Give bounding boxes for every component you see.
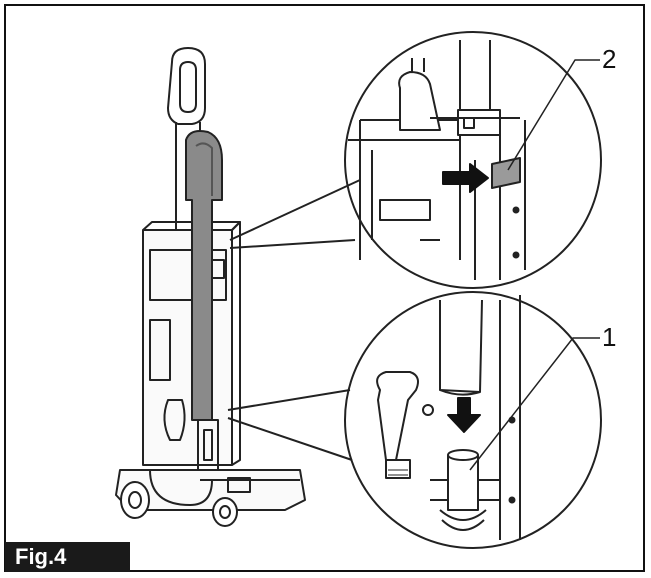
- push-arrow-right: [442, 163, 489, 193]
- zoom-leader-lower-top: [227, 389, 351, 411]
- callout-label-1: 1: [602, 322, 617, 352]
- callout-leader-2: [507, 59, 600, 171]
- zoom-leader-upper-bottom: [229, 239, 356, 249]
- callout-leader-1: [469, 337, 600, 471]
- vacuum-hose: [185, 130, 223, 421]
- figure-label: Fig.4: [5, 542, 130, 572]
- insert-arrow-down: [447, 397, 481, 433]
- zoom-circle-upper: [344, 31, 602, 289]
- zoom-leader-upper-top: [229, 179, 361, 241]
- zoom-leader-lower-bottom: [227, 417, 353, 461]
- vacuum-handle: [167, 47, 206, 125]
- zoom-circle-lower: [344, 291, 602, 549]
- callout-label-2: 2: [602, 44, 617, 74]
- hose-clip-highlight: [491, 157, 521, 189]
